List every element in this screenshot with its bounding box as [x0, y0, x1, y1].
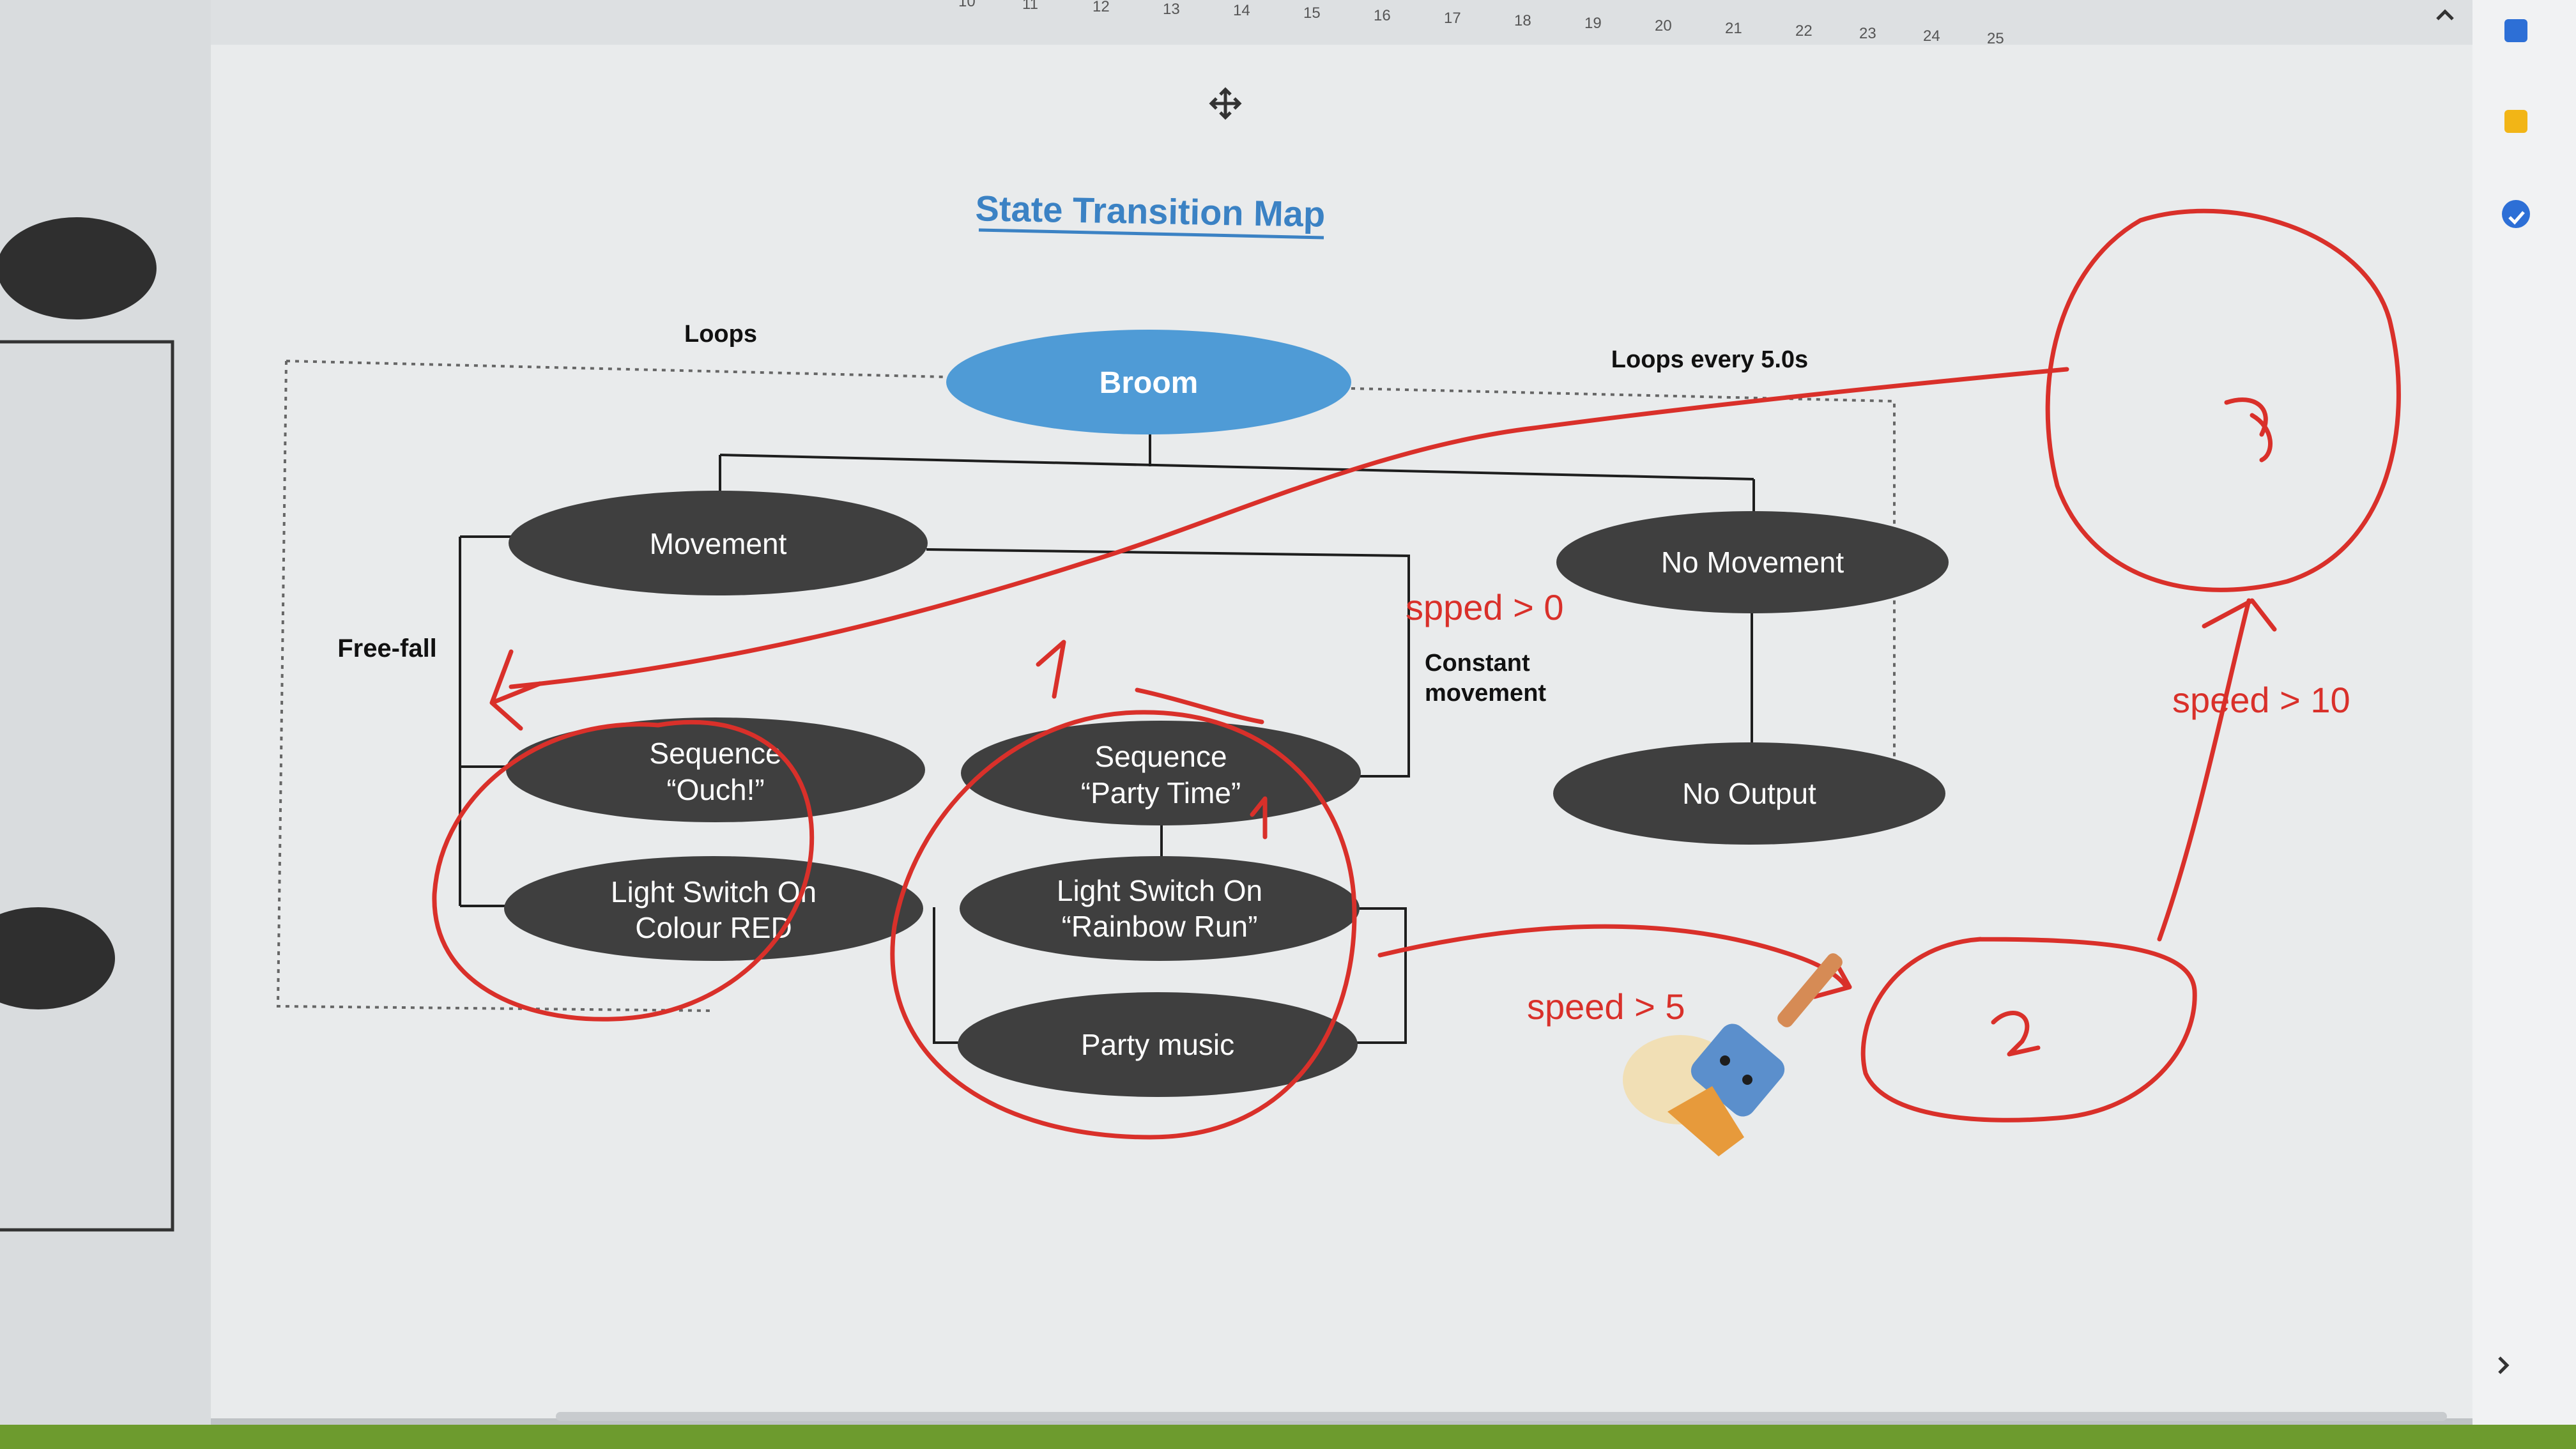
node-broom[interactable]: Broom: [946, 330, 1351, 434]
node-no-movement-label: No Movement: [1661, 546, 1844, 579]
node-no-output[interactable]: No Output: [1553, 742, 1945, 845]
label-free-fall: Free-fall: [337, 634, 437, 663]
label-loops-every: Loops every 5.0s: [1611, 346, 1808, 373]
move-cursor-icon: [1209, 87, 1242, 120]
ink-digit-2: [1991, 1011, 2041, 1057]
ink-arrowhead-3: [2202, 598, 2277, 632]
node-no-output-label: No Output: [1682, 777, 1816, 810]
node-light-switch-rainbow[interactable]: Light Switch On “Rainbow Run”: [960, 856, 1360, 961]
diagram-title[interactable]: State Transition Map: [975, 188, 1326, 234]
tasks-icon-check: [2508, 211, 2525, 225]
calendar-icon[interactable]: [2504, 19, 2527, 42]
label-loops: Loops: [684, 321, 757, 348]
ink-digit-1: [1036, 640, 1066, 699]
ink-arrow-3-to-1: [509, 367, 2069, 689]
node-light-switch-red[interactable]: Light Switch On Colour RED: [504, 856, 923, 961]
label-constant-line2: movement: [1425, 680, 1546, 707]
ink-circle-free-fall: [432, 720, 815, 1022]
node-sequence-ouch[interactable]: Sequence “Ouch!”: [506, 717, 925, 822]
expand-icon[interactable]: [2498, 1356, 2510, 1374]
ruler-tick: 16: [1374, 7, 1391, 24]
node-sequence-party-time-line2: “Party Time”: [1081, 776, 1241, 809]
slide-canvas[interactable]: [211, 19, 2492, 1418]
filmstrip-thumb-shape-top[interactable]: [0, 217, 157, 319]
label-constant-line1: Constant: [1425, 650, 1530, 677]
ruler-tick: 22: [1795, 22, 1813, 40]
horizontal-scrollbar[interactable]: [556, 1412, 2447, 1421]
node-light-switch-rainbow-line2: “Rainbow Run”: [1062, 910, 1258, 943]
ruler-tick: 20: [1655, 17, 1672, 34]
node-light-switch-rainbow-line1: Light Switch On: [1057, 874, 1262, 907]
ruler-tick: 12: [1092, 0, 1110, 15]
ink-small-arrow: [1250, 796, 1268, 839]
filmstrip-thumb-shape-bottom[interactable]: [0, 907, 115, 1009]
node-no-movement[interactable]: No Movement: [1556, 511, 1949, 613]
node-light-switch-red-line1: Light Switch On: [611, 875, 816, 908]
ink-circle-state-3: [2045, 208, 2401, 592]
filmstrip-thumb-frame[interactable]: [0, 340, 174, 1232]
node-party-music[interactable]: Party music: [958, 992, 1358, 1097]
node-light-switch-red-line2: Colour RED: [635, 911, 792, 944]
ruler-tick: 17: [1444, 10, 1461, 27]
node-sequence-party-time-line1: Sequence: [1094, 740, 1227, 773]
loop-boundary: [276, 360, 1896, 1012]
ruler-tick: 18: [1514, 12, 1531, 29]
ink-circle-state-1: [890, 710, 1357, 1140]
ink-arrowhead-left: [489, 649, 542, 731]
ruler-tick: 10: [958, 0, 976, 10]
ink-label-speed-gt-5: speed > 5: [1527, 986, 1685, 1027]
node-party-music-label: Party music: [1081, 1028, 1234, 1061]
ruler-tick: 23: [1859, 25, 1876, 42]
node-broom-label: Broom: [1100, 366, 1199, 400]
node-sequence-ouch-line1: Sequence: [649, 737, 781, 770]
side-panel: [2472, 0, 2576, 1449]
ruler-tick: 19: [1584, 15, 1602, 32]
node-movement-label: Movement: [650, 527, 787, 560]
collapse-icon[interactable]: [2436, 9, 2454, 20]
ruler-tick: 21: [1725, 20, 1742, 37]
keep-notes-icon[interactable]: [2504, 110, 2527, 133]
ruler-tick: 11: [1022, 0, 1038, 13]
ruler-tick: 14: [1233, 2, 1250, 19]
node-sequence-ouch-line2: “Ouch!”: [666, 773, 764, 806]
ink-label-speed-gt-0: spped > 0: [1406, 587, 1564, 627]
title-underline: [978, 228, 1324, 240]
connectors: [459, 431, 1755, 1044]
top-ruler: [211, 0, 2492, 45]
broom-sticker-icon: [1623, 953, 1843, 1156]
ruler-tick: 24: [1923, 27, 1940, 45]
node-movement[interactable]: Movement: [509, 491, 928, 595]
node-sequence-party-time[interactable]: Sequence “Party Time”: [961, 721, 1361, 825]
ink-circle-state-1-tail: [1135, 687, 1264, 724]
screen-bezel: [0, 1425, 2576, 1449]
ink-digit-3: [2224, 397, 2273, 463]
ink-label-speed-gt-10: speed > 10: [2172, 680, 2350, 720]
ruler-ticks: 10 11 12 13 14 15 16 17 18 19 20 21 22 2…: [958, 0, 2004, 47]
ink-arrow-2-to-3: [2157, 598, 2251, 942]
ink-circle-state-2: [1860, 937, 2197, 1123]
ruler-tick: 25: [1987, 30, 2004, 47]
filmstrip-panel: [0, 0, 211, 1449]
ruler-tick: 13: [1163, 1, 1180, 18]
tasks-icon[interactable]: [2502, 200, 2530, 228]
ruler-tick: 15: [1303, 4, 1321, 22]
